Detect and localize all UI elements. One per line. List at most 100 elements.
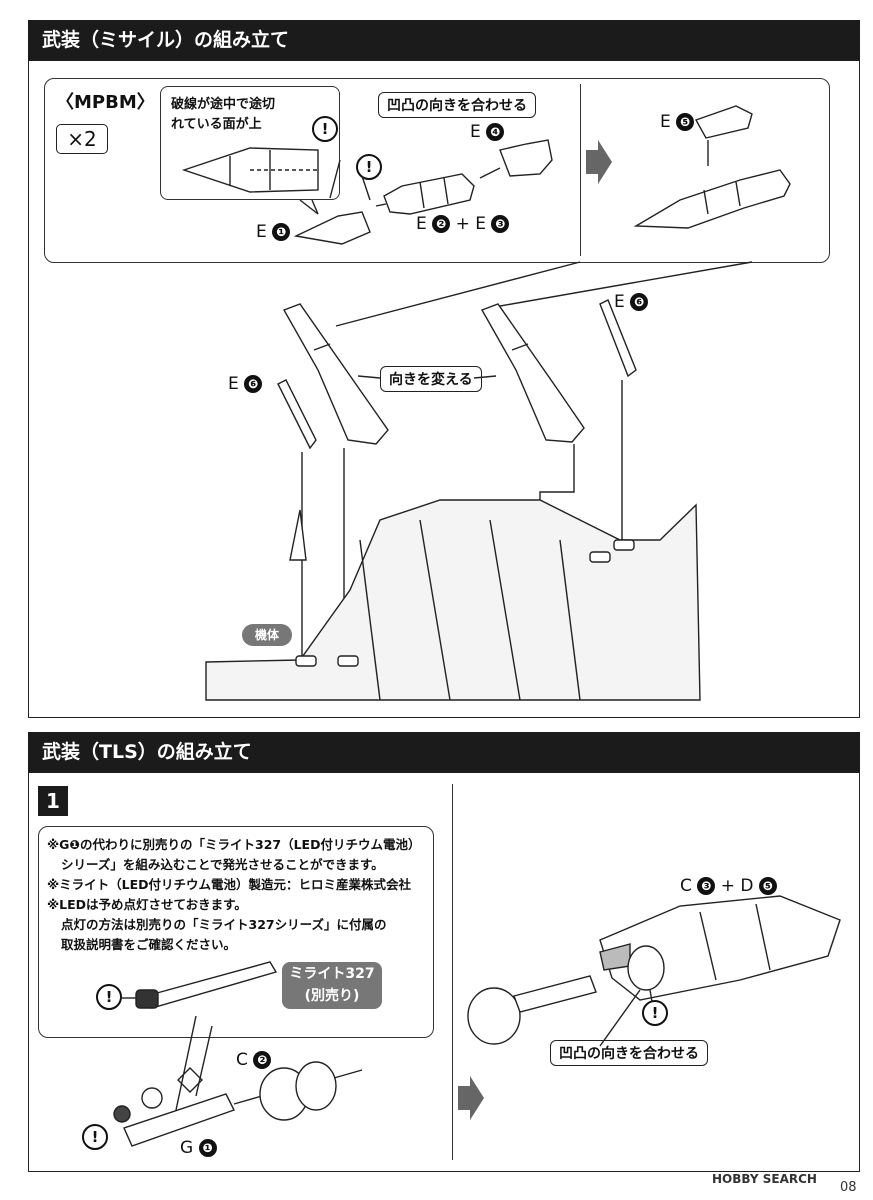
e2e3-body-part [383, 173, 475, 215]
note-line-2: れている面が上 [171, 117, 262, 132]
tls-rod [513, 975, 597, 1013]
note-line: 取扱説明書をご確認ください。 [61, 937, 237, 952]
tls-detail [699, 911, 717, 981]
leader-line [195, 1025, 213, 1097]
part-e2-letter: E [416, 214, 427, 234]
warning-pointer [649, 989, 653, 1003]
part-g1: G ❶ [180, 1138, 217, 1158]
warning-icon: ! [356, 154, 382, 180]
mirite-label-line1: ミライト327 [289, 966, 375, 982]
small-missile-left [277, 379, 317, 450]
direction-pointer [357, 375, 381, 379]
align-label-bottom: 凹凸の向きを合わせる [550, 1040, 708, 1066]
watermark: HOBBY SEARCH [712, 1172, 817, 1186]
part-e3-num: ❸ [491, 215, 510, 233]
page-number: 08 [840, 1180, 857, 1195]
leader-line [175, 1015, 197, 1111]
e2e3-detail [443, 177, 449, 205]
step-arrow-icon [586, 140, 612, 184]
leader-line [599, 989, 641, 1047]
mpbm-label: 〈MPBM〉 [56, 92, 155, 113]
part-c3-letter: C [680, 876, 692, 896]
part-e6-right-num: ❻ [630, 293, 649, 311]
e4-tail-part [499, 139, 553, 177]
part-c3-num: ❸ [697, 877, 716, 895]
aircraft-detail [559, 539, 581, 701]
warning-icon: ! [96, 984, 122, 1010]
part-d5-num: ❺ [758, 877, 777, 895]
part-c2-num: ❷ [253, 1051, 272, 1069]
part-c3-d5: C ❸ + D ❺ [680, 876, 777, 896]
part-e6-left: E ❻ [228, 374, 263, 394]
assembly-arrow [333, 1069, 363, 1079]
note-line: ※ミライト（LED付リチウム電池）製造元：ヒロミ産業株式会社 [47, 877, 412, 892]
section2-divider [452, 784, 453, 1160]
mirite-label: ミライト327 (別売り) [282, 962, 382, 1009]
missile-right [480, 303, 585, 443]
aircraft-detail [419, 519, 451, 701]
e5-part [694, 105, 753, 139]
tls-detail [755, 903, 771, 971]
note-line: ※G❶の代わりに別売りの「ミライト327（LED付リチウム電池） [47, 837, 421, 852]
part-e6-left-num: ❻ [244, 375, 263, 393]
step-number: 1 [38, 786, 68, 816]
warning-icon: ! [642, 1000, 668, 1026]
assembled-detail [735, 181, 741, 207]
part-e5-letter: E [660, 112, 671, 132]
c2-part-back [295, 1061, 337, 1111]
part-e6-left-letter: E [228, 374, 239, 394]
tls-socket [627, 945, 665, 991]
aircraft-body [205, 499, 701, 701]
direction-label: 向きを変える [380, 366, 482, 392]
note-line-1: 破線が途中で途切 [171, 97, 276, 112]
part-e6-right: E ❻ [614, 292, 649, 312]
mirite-battery [144, 961, 278, 1009]
mirite-note-text: ※G❶の代わりに別売りの「ミライト327（LED付リチウム電池） シリーズ」を組… [47, 835, 420, 955]
leader-line [329, 159, 341, 199]
align-label-top: 凹凸の向きを合わせる [378, 92, 536, 118]
part-e2-num: ❷ [432, 215, 451, 233]
part-e4-letter: E [470, 122, 481, 142]
missile-detail [313, 343, 331, 351]
pylon-mount [589, 551, 611, 563]
pylon-mount [337, 655, 359, 667]
part-e5-num: ❺ [676, 113, 695, 131]
tls-end-cap [467, 987, 521, 1045]
part-e5: E ❺ [660, 112, 695, 132]
g1-ring [141, 1087, 163, 1109]
part-e2e3-plus: + [455, 214, 470, 234]
mirite-led-cap [135, 989, 159, 1009]
assembled-missile [633, 169, 791, 229]
small-missile-right [599, 299, 637, 378]
note-text: 破線が途中で途切 れている面が上 [171, 95, 275, 135]
part-e6-right-letter: E [614, 292, 625, 312]
part-e1-num: ❶ [272, 223, 291, 241]
g1-rod-part [123, 1093, 235, 1147]
warning-icon: ! [82, 1124, 108, 1150]
pylon-mount [295, 655, 317, 667]
e2e3-detail [419, 181, 425, 209]
part-e1-letter: E [256, 222, 267, 242]
part-e4-num: ❹ [486, 123, 505, 141]
leader-line [361, 175, 371, 201]
g1-tip [113, 1105, 131, 1123]
step-arrow-icon [458, 1076, 484, 1120]
e1-nose-part [293, 211, 371, 245]
part-c2-letter: C [236, 1050, 248, 1070]
part-e2-e3: E ❷ + E ❸ [416, 214, 510, 234]
guide-line [335, 261, 581, 327]
panel-divider [580, 84, 581, 256]
assembled-detail [703, 189, 709, 215]
part-e3-letter: E [475, 214, 486, 234]
guide-line [499, 261, 753, 307]
assembly-arrow [479, 167, 501, 179]
pylon-mount [613, 539, 635, 551]
part-c2: C ❷ [236, 1050, 272, 1070]
part-e1: E ❶ [256, 222, 291, 242]
multiplier-badge: ×2 [56, 124, 108, 154]
assembly-arrow [233, 1095, 263, 1105]
body-label: 機体 [242, 624, 292, 646]
direction-pointer [473, 375, 497, 379]
